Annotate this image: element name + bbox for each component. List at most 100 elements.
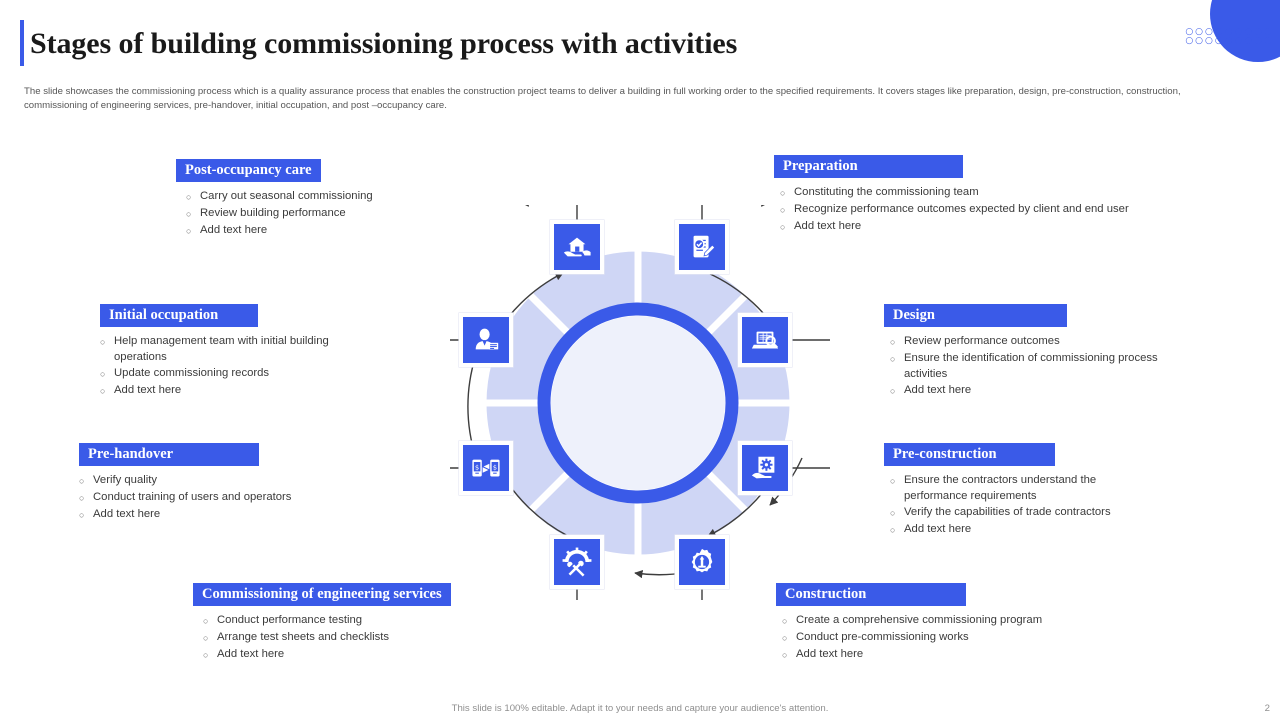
- list-item: ○ Add text here: [186, 223, 506, 239]
- stage-title-design: Design: [884, 304, 1067, 327]
- page-title: Stages of building commissioning process…: [30, 27, 738, 60]
- list-item: ○ Add text here: [203, 647, 533, 663]
- bullet-text: Review building performance: [200, 207, 346, 219]
- bullet-marker-icon: ○: [100, 369, 106, 379]
- stage-bullets-preparation: ○ Constituting the commissioning team ○ …: [774, 185, 1214, 235]
- stage-title-pre-handover: Pre-handover: [79, 443, 260, 466]
- list-item: ○ Help management team with initial buil…: [100, 334, 340, 365]
- bullet-marker-icon: ○: [780, 222, 786, 232]
- bullet-marker-icon: ○: [890, 386, 896, 396]
- bullet-text: Ensure the contractors understand the pe…: [904, 474, 1097, 502]
- list-item: ○ Add text here: [890, 383, 1184, 399]
- bullet-text: Conduct pre-commissioning works: [796, 631, 969, 643]
- list-item: ○ Add text here: [890, 522, 1184, 538]
- bullet-marker-icon: ○: [203, 616, 209, 626]
- stage-title-construction: Construction: [776, 583, 967, 606]
- stage-bullets-construction: ○ Create a comprehensive commissioning p…: [776, 613, 1176, 663]
- bullet-text: Add text here: [114, 384, 182, 396]
- bullet-text: Add text here: [794, 220, 862, 232]
- wheel-node-construction[interactable]: [675, 535, 729, 589]
- bullet-marker-icon: ○: [780, 205, 786, 215]
- bullet-text: Recognize performance outcomes expected …: [794, 203, 1129, 215]
- list-item: ○ Recognize performance outcomes expecte…: [780, 202, 1214, 218]
- wheel-node-commissioning-of-engineering-services[interactable]: [550, 535, 604, 589]
- list-item: ○ Update commissioning records: [100, 366, 400, 382]
- bullet-marker-icon: ○: [890, 525, 896, 535]
- list-item: ○ Constituting the commissioning team: [780, 185, 1214, 201]
- page-number: 2: [1264, 703, 1270, 714]
- stage-bullets-post-occupancy-care: ○ Carry out seasonal commissioning ○ Rev…: [176, 189, 506, 239]
- process-wheel-diagram: $ $: [450, 205, 830, 600]
- list-item: ○ Ensure the identification of commissio…: [890, 351, 1165, 382]
- svg-text:$: $: [493, 464, 497, 472]
- bullet-text: Verify quality: [93, 474, 158, 486]
- bullet-text: Help management team with initial buildi…: [114, 335, 329, 363]
- stage-block-post-occupancy-care[interactable]: Post-occupancy care ○ Carry out seasonal…: [176, 159, 506, 240]
- bullet-marker-icon: ○: [186, 192, 192, 202]
- wheel-node-pre-handover[interactable]: $ $: [459, 441, 513, 495]
- gear-tools-icon: [562, 547, 592, 577]
- corner-dot-grid-decoration: ○○○○○○○○○ ○○○○○○○○○: [1185, 28, 1274, 46]
- bullet-text: Add text here: [200, 224, 268, 236]
- bullet-marker-icon: ○: [79, 493, 85, 503]
- list-item: ○ Add text here: [780, 219, 1214, 235]
- stage-bullets-initial-occupation: ○ Help management team with initial buil…: [100, 334, 400, 399]
- bullet-marker-icon: ○: [100, 337, 106, 347]
- bullet-text: Carry out seasonal commissioning: [200, 190, 373, 202]
- wheel-node-pre-construction[interactable]: [738, 441, 792, 495]
- bullet-marker-icon: ○: [782, 633, 788, 643]
- list-item: ○ Verify the capabilities of trade contr…: [890, 505, 1184, 521]
- stage-block-pre-construction[interactable]: Pre-construction ○ Ensure the contractor…: [884, 443, 1184, 539]
- process-wheel-graphic: [450, 205, 830, 600]
- bullet-text: Create a comprehensive commissioning pro…: [796, 614, 1043, 626]
- stage-title-preparation: Preparation: [774, 155, 963, 178]
- list-item: ○ Carry out seasonal commissioning: [186, 189, 506, 205]
- stage-block-commissioning-of-engineering-services[interactable]: Commissioning of engineering services ○ …: [193, 583, 533, 664]
- stage-block-preparation[interactable]: Preparation ○ Constituting the commissio…: [774, 155, 1214, 236]
- bullet-text: Add text here: [904, 384, 972, 396]
- stage-block-initial-occupation[interactable]: Initial occupation ○ Help management tea…: [100, 304, 400, 400]
- bullet-marker-icon: ○: [186, 226, 192, 236]
- list-item: ○ Create a comprehensive commissioning p…: [782, 613, 1176, 629]
- bullet-marker-icon: ○: [890, 508, 896, 518]
- bullet-marker-icon: ○: [79, 476, 85, 486]
- bullet-marker-icon: ○: [782, 650, 788, 660]
- bullet-text: Add text here: [796, 648, 864, 660]
- stage-block-pre-handover[interactable]: Pre-handover ○ Verify quality ○ Conduct …: [79, 443, 379, 524]
- wheel-node-preparation[interactable]: [675, 220, 729, 274]
- bullet-marker-icon: ○: [203, 650, 209, 660]
- list-item: ○ Conduct performance testing: [203, 613, 533, 629]
- hand-house-icon: [562, 232, 592, 262]
- list-item: ○ Add text here: [79, 507, 379, 523]
- bullet-text: Conduct performance testing: [217, 614, 363, 626]
- list-item: ○ Add text here: [782, 647, 1176, 663]
- bullet-text: Add text here: [904, 523, 972, 535]
- title-accent-bar: [20, 20, 24, 66]
- wheel-node-post-occupancy-care[interactable]: [550, 220, 604, 274]
- stage-block-design[interactable]: Design ○ Review performance outcomes ○ E…: [884, 304, 1184, 400]
- checklist-pen-icon: [687, 232, 717, 262]
- bullet-marker-icon: ○: [782, 616, 788, 626]
- page-subtitle: The slide showcases the commissioning pr…: [24, 86, 1181, 111]
- bullet-text: Conduct training of users and operators: [93, 491, 292, 503]
- footer-note: This slide is 100% editable. Adapt it to…: [451, 703, 829, 714]
- wheel-node-initial-occupation[interactable]: [459, 313, 513, 367]
- bullet-text: Review performance outcomes: [904, 335, 1060, 347]
- bullet-marker-icon: ○: [79, 510, 85, 520]
- bullet-marker-icon: ○: [890, 337, 896, 347]
- list-item: ○ Conduct pre-commissioning works: [782, 630, 1176, 646]
- stage-bullets-commissioning-of-engineering-services: ○ Conduct performance testing ○ Arrange …: [193, 613, 533, 663]
- stage-title-initial-occupation: Initial occupation: [100, 304, 259, 327]
- bullet-text: Update commissioning records: [114, 367, 270, 379]
- dot-row-1: ○○○○○○○○○: [1185, 27, 1274, 37]
- stage-block-construction[interactable]: Construction ○ Create a comprehensive co…: [776, 583, 1176, 664]
- device-transfer-icon: $ $: [471, 453, 501, 483]
- stage-bullets-pre-handover: ○ Verify quality ○ Conduct training of u…: [79, 473, 379, 523]
- wheel-node-design[interactable]: [738, 313, 792, 367]
- person-badge-icon: [471, 325, 501, 355]
- stage-title-post-occupancy-care: Post-occupancy care: [176, 159, 321, 182]
- bullet-marker-icon: ○: [186, 209, 192, 219]
- hand-document-gear-icon: [750, 453, 780, 483]
- bullet-marker-icon: ○: [780, 188, 786, 198]
- stage-bullets-pre-construction: ○ Ensure the contractors understand the …: [884, 473, 1184, 538]
